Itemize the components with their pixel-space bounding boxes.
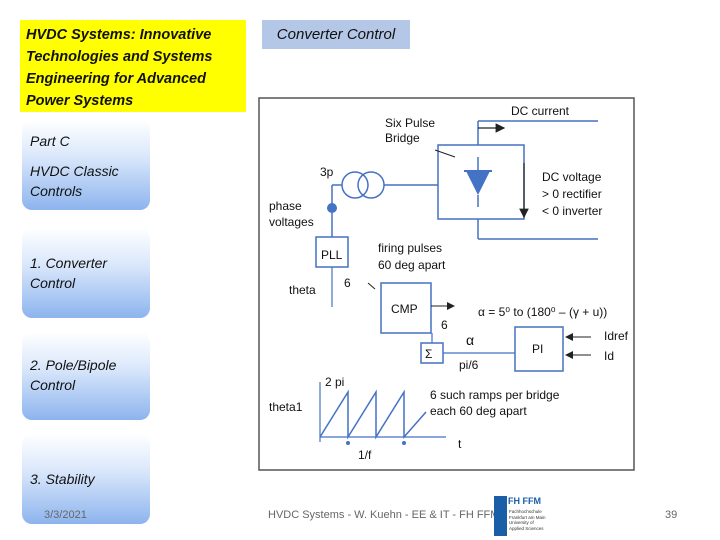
label-cmp: CMP xyxy=(391,302,418,316)
logo-sub-line-3: University of xyxy=(509,520,534,525)
label-3p: 3p xyxy=(320,165,334,179)
label-inverter: < 0 inverter xyxy=(542,204,602,218)
label-theta1: theta1 xyxy=(269,400,303,414)
label-theta: theta xyxy=(289,283,316,297)
page-number: 39 xyxy=(665,509,678,521)
nav-pole-line-2: Control xyxy=(30,377,76,393)
logo-sub-line-1: Fachhochschule xyxy=(509,509,542,514)
nav-stability-line-1: 3. Stability xyxy=(30,471,95,487)
label-firing-pulses: firing pulses xyxy=(378,241,442,255)
logo-sub-line-4: Applied Sciences xyxy=(509,525,544,531)
label-alpha-formula: α = 5⁰ to (180⁰ – (γ + u)) xyxy=(478,305,607,319)
fh-ffm-logo: FH FFM Fachhochschule Frankfurt am Main … xyxy=(494,496,574,538)
logo-sub-line-2: Frankfurt am Main xyxy=(509,514,546,520)
pi-controller-block xyxy=(514,326,564,372)
title-line-4: Power Systems xyxy=(26,93,134,109)
label-six-pulse: Six Pulse xyxy=(385,116,435,130)
tick-mark-2 xyxy=(402,441,406,445)
label-six-b: 6 xyxy=(441,318,448,332)
label-ramps-apart: each 60 deg apart xyxy=(430,404,527,418)
label-ramps: 6 such ramps per bridge xyxy=(430,388,560,402)
title-line-2: Technologies and Systems xyxy=(26,49,213,65)
label-1-over-f: 1/f xyxy=(358,448,372,462)
pll-block xyxy=(315,236,349,268)
nav-button-part-c[interactable]: Part C HVDC Classic Controls xyxy=(22,120,150,210)
logo-fh-ffm-text: FH FFM xyxy=(508,496,541,506)
label-bridge: Bridge xyxy=(385,131,420,145)
nav-button-pole-bipole-control[interactable]: 2. Pole/Bipole Control xyxy=(22,332,150,420)
cmp-block xyxy=(380,282,432,334)
label-pll: PLL xyxy=(321,248,343,262)
label-phase: phase xyxy=(269,199,302,213)
title-line-1: HVDC Systems: Innovative xyxy=(26,27,212,43)
label-dc-voltage: DC voltage xyxy=(542,170,602,184)
nav-pole-line-1: 2. Pole/Bipole xyxy=(30,357,117,373)
presentation-title: HVDC Systems: Innovative Technologies an… xyxy=(20,20,246,112)
measurement-point xyxy=(327,203,337,213)
nav-converter-line-2: Control xyxy=(30,275,76,291)
nav-part-c-line-3: Controls xyxy=(30,183,83,199)
nav-converter-line-1: 1. Converter xyxy=(30,255,108,271)
nav-button-converter-control[interactable]: 1. Converter Control xyxy=(22,228,150,318)
label-voltages: voltages xyxy=(269,215,314,229)
theta1-ramps xyxy=(319,389,427,440)
label-60-deg: 60 deg apart xyxy=(378,258,446,272)
label-dc-current: DC current xyxy=(511,104,570,118)
logo-subtitle: Fachhochschule Frankfurt am Main Univers… xyxy=(509,509,546,531)
nav-part-c-line-2: HVDC Classic xyxy=(30,163,119,179)
label-idref: Idref xyxy=(604,329,629,343)
footer-date: 3/3/2021 xyxy=(44,509,87,521)
label-id: Id xyxy=(604,349,614,363)
nav-button-stability[interactable]: 3. Stability xyxy=(22,434,150,524)
nav-part-c-label: Part C xyxy=(30,133,70,149)
converter-control-diagram: Six Pulse Bridge DC current 3p DC voltag… xyxy=(258,97,635,471)
footer-text: HVDC Systems - W. Kuehn - EE & IT - FH F… xyxy=(268,509,500,521)
title-line-3: Engineering for Advanced xyxy=(26,71,206,87)
label-pi-6: pi/6 xyxy=(459,358,479,372)
logo-block xyxy=(494,496,507,536)
tick-mark-1 xyxy=(346,441,350,445)
bridge-pointer xyxy=(434,149,456,158)
section-header-label: Converter Control xyxy=(276,26,396,43)
section-header: Converter Control xyxy=(262,20,410,49)
label-pi: PI xyxy=(532,342,543,356)
theta-pointer xyxy=(367,282,376,290)
label-2pi: 2 pi xyxy=(325,375,344,389)
label-six-a: 6 xyxy=(344,276,351,290)
label-sigma: Σ xyxy=(425,347,432,361)
label-t: t xyxy=(458,437,462,451)
label-rectifier: > 0 rectifier xyxy=(542,187,602,201)
label-alpha: α xyxy=(466,332,474,348)
thyristor-icon xyxy=(466,171,490,195)
